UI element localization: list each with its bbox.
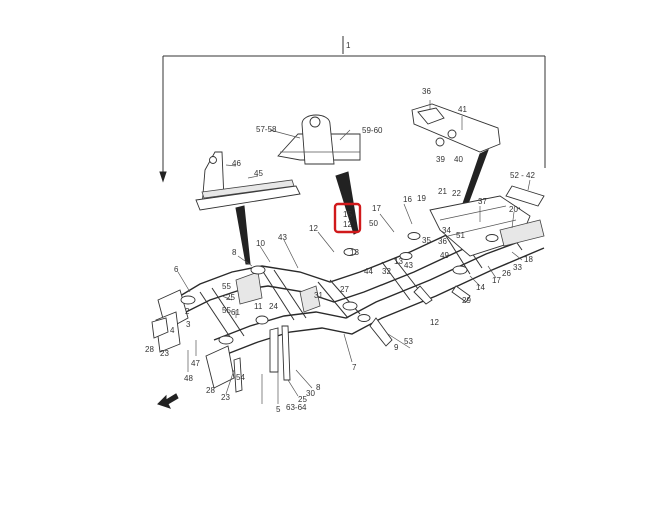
- callout-31: 31: [314, 291, 323, 300]
- callout-8: 8: [232, 248, 237, 257]
- callout-15-highlighted: 15: [343, 210, 352, 219]
- callout-29: 29: [462, 296, 471, 305]
- callout-7: 7: [352, 363, 357, 372]
- callout-13a: 13: [350, 248, 359, 257]
- callout-54: 54: [236, 373, 245, 382]
- callout-labels: 36 41 39 40 57-58 59-60 46 45 52 - 42 15…: [145, 87, 535, 414]
- callout-44: 44: [364, 267, 373, 276]
- callout-12b: 12: [430, 318, 439, 327]
- callout-55b: 55: [222, 306, 231, 315]
- callout-28a: 28: [145, 345, 154, 354]
- callout-43b: 43: [404, 261, 413, 270]
- callout-57-58: 57-58: [256, 125, 277, 134]
- callout-12-highlighted: 12: [343, 220, 352, 229]
- callout-37: 37: [478, 197, 487, 206]
- callout-10: 10: [256, 239, 265, 248]
- callout-59-60: 59-60: [362, 126, 383, 135]
- highlighted-part-marker[interactable]: [333, 202, 362, 234]
- callout-28b: 28: [206, 386, 215, 395]
- plate-52-42: [505, 179, 545, 207]
- callout-16: 16: [403, 195, 412, 204]
- callout-2: 2: [185, 307, 190, 316]
- callout-3: 3: [186, 320, 191, 329]
- callout-36: 36: [422, 87, 431, 96]
- callout-43: 43: [278, 233, 287, 242]
- callout-36b: 36: [438, 237, 447, 246]
- callout-61: 61: [231, 308, 240, 317]
- callout-20: 20: [509, 205, 518, 214]
- callout-39: 39: [436, 155, 445, 164]
- callout-25b: 25: [298, 395, 307, 404]
- callout-9: 9: [394, 343, 399, 352]
- callout-25: 25: [226, 293, 235, 302]
- callout-40: 40: [454, 155, 463, 164]
- callout-45: 45: [254, 169, 263, 178]
- chassis-frame: [151, 195, 545, 404]
- detail-bracket-45-46: [195, 151, 301, 265]
- callout-17b: 17: [492, 276, 501, 285]
- callout-19: 19: [417, 194, 426, 203]
- callout-47: 47: [191, 359, 200, 368]
- callout-46: 46: [232, 159, 241, 168]
- callout-34: 34: [442, 226, 451, 235]
- callout-4: 4: [170, 326, 175, 335]
- callout-21: 21: [438, 187, 447, 196]
- callout-50: 50: [369, 219, 378, 228]
- callout-63-64: 63-64: [286, 403, 307, 412]
- callout-11: 11: [254, 302, 263, 311]
- assembly-bracket: 1: [159, 36, 546, 183]
- callout-12a: 12: [309, 224, 318, 233]
- callout-24: 24: [269, 302, 278, 311]
- callout-22: 22: [452, 189, 461, 198]
- detail-bracket-57-60: [269, 114, 361, 235]
- callout-17: 17: [372, 204, 381, 213]
- callout-48: 48: [184, 374, 193, 383]
- callout-53: 53: [404, 337, 413, 346]
- callout-27: 27: [340, 285, 349, 294]
- callout-26: 26: [502, 269, 511, 278]
- callout-5: 5: [276, 405, 281, 414]
- callout-1: 1: [346, 41, 351, 50]
- callout-41: 41: [458, 105, 467, 114]
- callout-13b: 13: [394, 257, 403, 266]
- callout-14: 14: [476, 283, 485, 292]
- callout-33: 33: [513, 263, 522, 272]
- callout-23b: 23: [221, 393, 230, 402]
- callout-8b: 8: [316, 383, 321, 392]
- callout-18: 18: [524, 255, 533, 264]
- forward-direction-indicator: [157, 393, 179, 409]
- callout-49: 49: [440, 251, 449, 260]
- callout-55a: 55: [222, 282, 231, 291]
- callout-51: 51: [456, 231, 465, 240]
- callout-32: 32: [382, 267, 391, 276]
- callout-35: 35: [422, 236, 431, 245]
- callout-52-42: 52 - 42: [510, 171, 535, 180]
- callout-6: 6: [174, 265, 179, 274]
- callout-23a: 23: [160, 349, 169, 358]
- callout-30: 30: [306, 389, 315, 398]
